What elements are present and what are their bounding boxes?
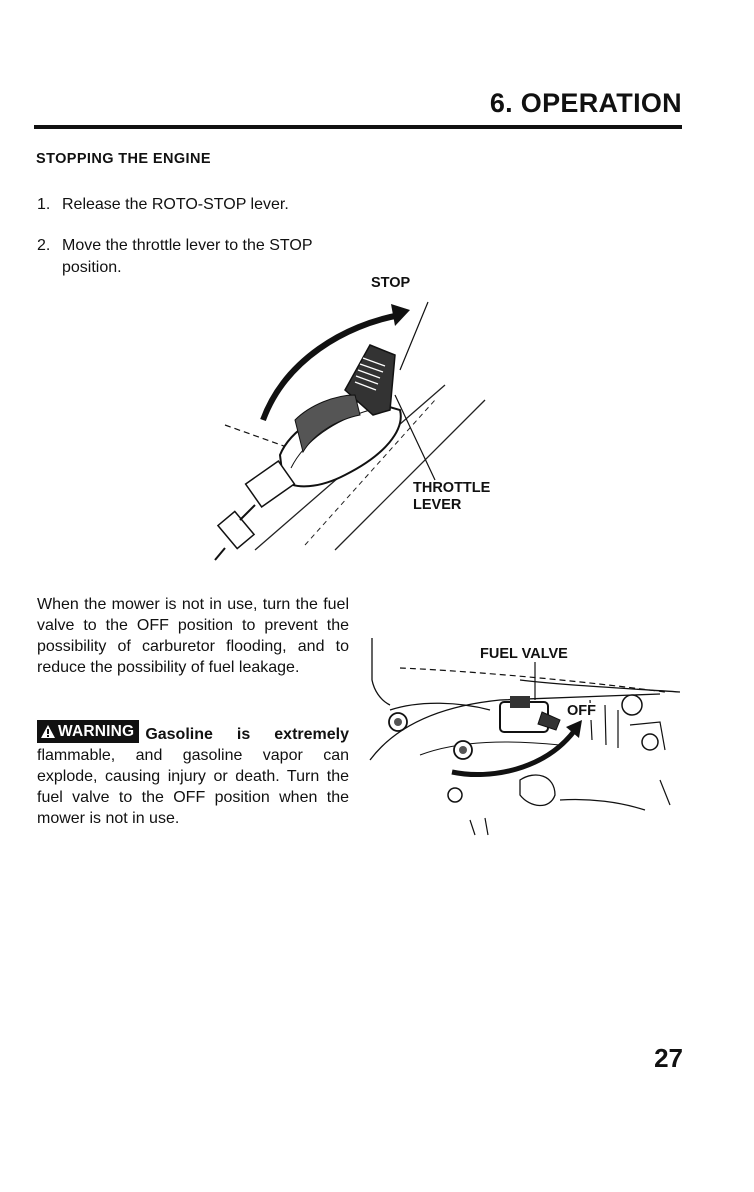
- warning-badge: WARNING: [37, 720, 140, 743]
- warning-badge-label: WARNING: [58, 723, 135, 740]
- throttle-lever-illustration: [214, 301, 486, 561]
- step-1: 1. Release the ROTO-STOP lever.: [37, 194, 289, 216]
- fuel-valve-illustration: [369, 638, 681, 836]
- throttle-lever-label: THROTTLE LEVER: [413, 480, 490, 514]
- warning-text: flammable, and gasoline vapor can explod…: [37, 747, 349, 827]
- step-number: 1.: [37, 196, 51, 213]
- step-2: 2. Move the throttle lever to the STOP po…: [37, 235, 357, 279]
- fuel-valve-paragraph: When the mower is not in use, turn the f…: [37, 596, 349, 676]
- step-number: 2.: [37, 237, 51, 254]
- page-number: 27: [654, 1043, 683, 1073]
- section-heading: STOPPING THE ENGINE: [36, 151, 211, 167]
- throttle-label-line1: THROTTLE: [413, 480, 491, 496]
- header-rule: [34, 125, 682, 129]
- warning-block: WARNING Gasoline is extremely flammable,…: [37, 720, 349, 829]
- warning-first-words: Gasoline is extremely: [145, 726, 349, 743]
- step-text: Move the throttle lever to the STOP: [62, 237, 313, 254]
- step-text-continued: position.: [62, 259, 122, 276]
- warning-triangle-icon: [41, 725, 55, 738]
- throttle-label-line2: LEVER: [413, 497, 462, 513]
- step-text: Release the ROTO-STOP lever.: [62, 196, 289, 213]
- fuel-valve-label: FUEL VALVE: [480, 646, 568, 662]
- off-label: OFF: [565, 703, 598, 720]
- stop-label: STOP: [371, 275, 411, 291]
- section-title: 6. OPERATION: [489, 88, 682, 118]
